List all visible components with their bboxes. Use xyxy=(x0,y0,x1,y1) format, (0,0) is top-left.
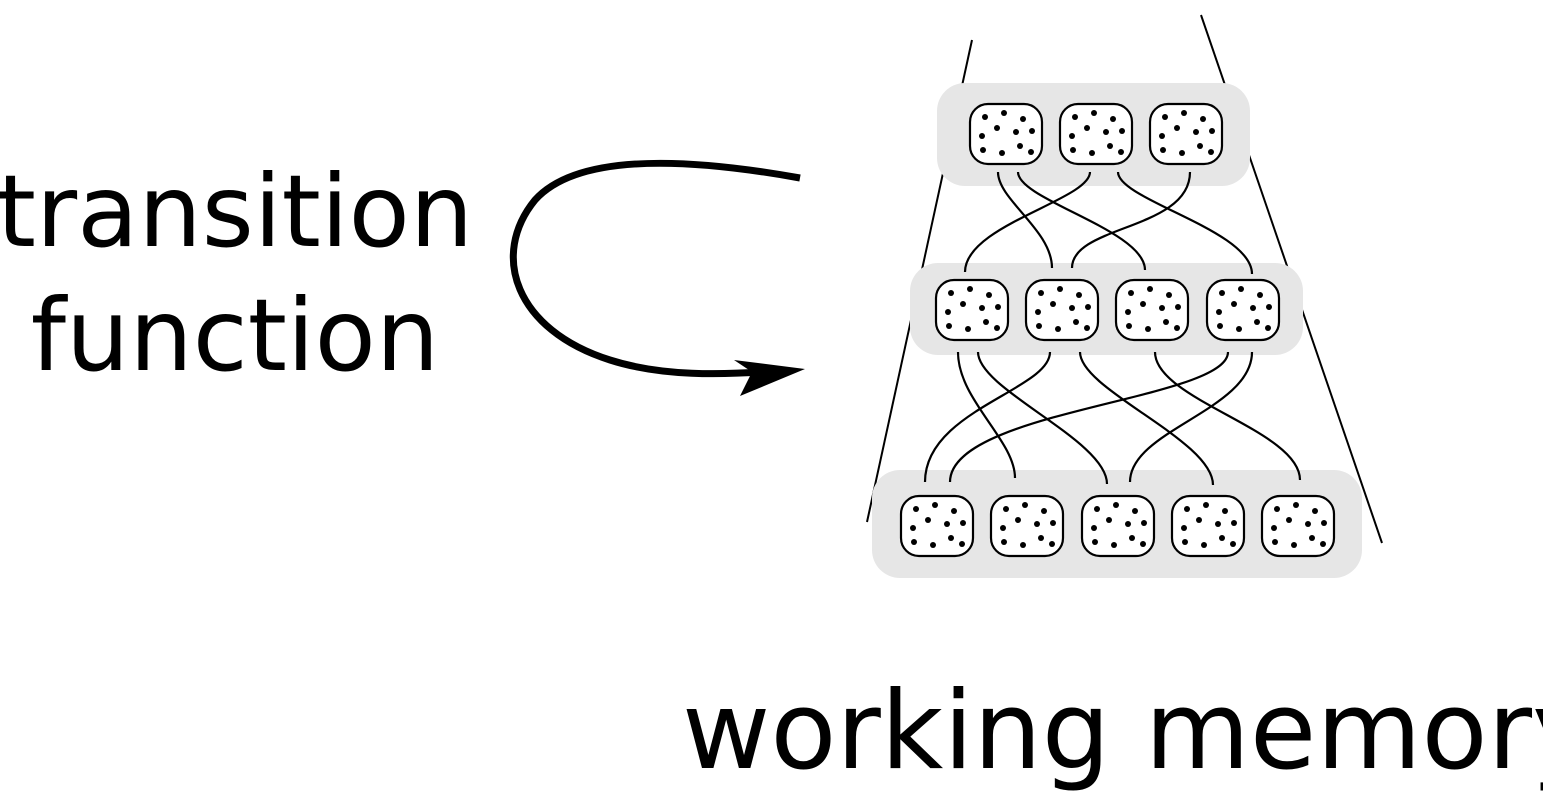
memory-cell xyxy=(899,494,975,558)
memory-cell xyxy=(1080,494,1156,558)
transition-arrow xyxy=(509,159,805,396)
transition-function-label: transition function xyxy=(0,150,480,398)
working-memory-label: working memory xyxy=(682,669,1543,794)
diagram-canvas xyxy=(509,14,1383,578)
memory-cell xyxy=(968,102,1044,166)
transition-label-line2: function xyxy=(30,277,440,394)
memory-cell xyxy=(1260,494,1336,558)
memory-cell xyxy=(1114,278,1190,342)
connections-middle-bottom xyxy=(923,351,1302,486)
transition-label-line1: transition xyxy=(0,153,474,270)
cells-middle xyxy=(934,278,1281,342)
connections-top-middle xyxy=(963,171,1254,275)
layer-band-middle xyxy=(910,263,1303,355)
memory-cell xyxy=(1148,102,1224,166)
memory-cell xyxy=(1170,494,1246,558)
memory-cell xyxy=(934,278,1010,342)
memory-cell xyxy=(1058,102,1134,166)
cells-top xyxy=(968,102,1224,166)
memory-cell xyxy=(1205,278,1281,342)
cells-bottom xyxy=(899,494,1336,558)
memory-cell xyxy=(1024,278,1100,342)
memory-cell xyxy=(989,494,1065,558)
arrow-head-icon xyxy=(734,360,805,396)
